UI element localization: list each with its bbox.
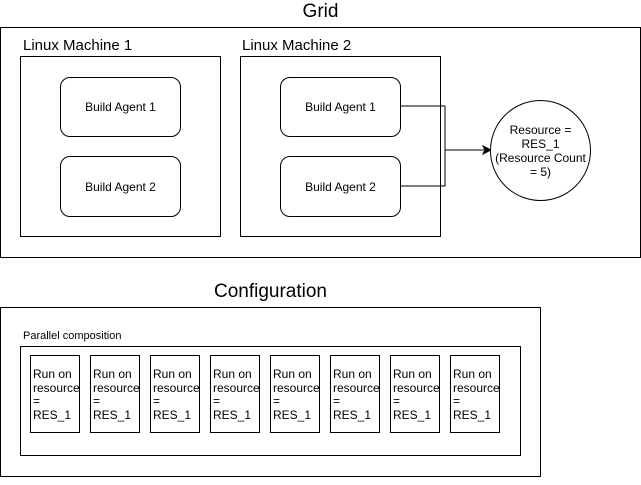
run-on-resource-2: Run on resource = RES_1: [90, 355, 140, 433]
machine-1-build-agent-2: Build Agent 2: [60, 156, 181, 217]
machine-1-build-agent-1: Build Agent 1: [60, 77, 181, 137]
run-on-resource-4: Run on resource = RES_1: [210, 355, 260, 433]
resource-line-1: Resource =: [509, 122, 572, 137]
linux-machine-2-label: Linux Machine 2: [242, 37, 352, 54]
resource-res-1: Resource = RES_1 (Resource Count = 5): [490, 100, 591, 201]
run-on-resource-3: Run on resource = RES_1: [150, 355, 200, 433]
run-on-resource-1: Run on resource = RES_1: [30, 355, 80, 433]
linux-machine-1-label: Linux Machine 1: [23, 37, 133, 54]
parallel-composition-label: Parallel composition: [23, 330, 122, 342]
resource-line-3: (Resource Count: [495, 150, 586, 165]
grid-title: Grid: [302, 1, 339, 22]
run-on-resource-6: Run on resource = RES_1: [330, 355, 380, 433]
configuration-title: Configuration: [213, 281, 328, 302]
resource-line-4: = 5): [529, 164, 551, 179]
resource-line-2: RES_1: [521, 136, 560, 151]
run-on-resource-5: Run on resource = RES_1: [270, 355, 320, 433]
run-on-resource-7: Run on resource = RES_1: [390, 355, 440, 433]
machine-2-build-agent-2: Build Agent 2: [280, 156, 401, 217]
machine-2-build-agent-1: Build Agent 1: [280, 77, 401, 137]
run-on-resource-8: Run on resource = RES_1: [450, 355, 500, 433]
